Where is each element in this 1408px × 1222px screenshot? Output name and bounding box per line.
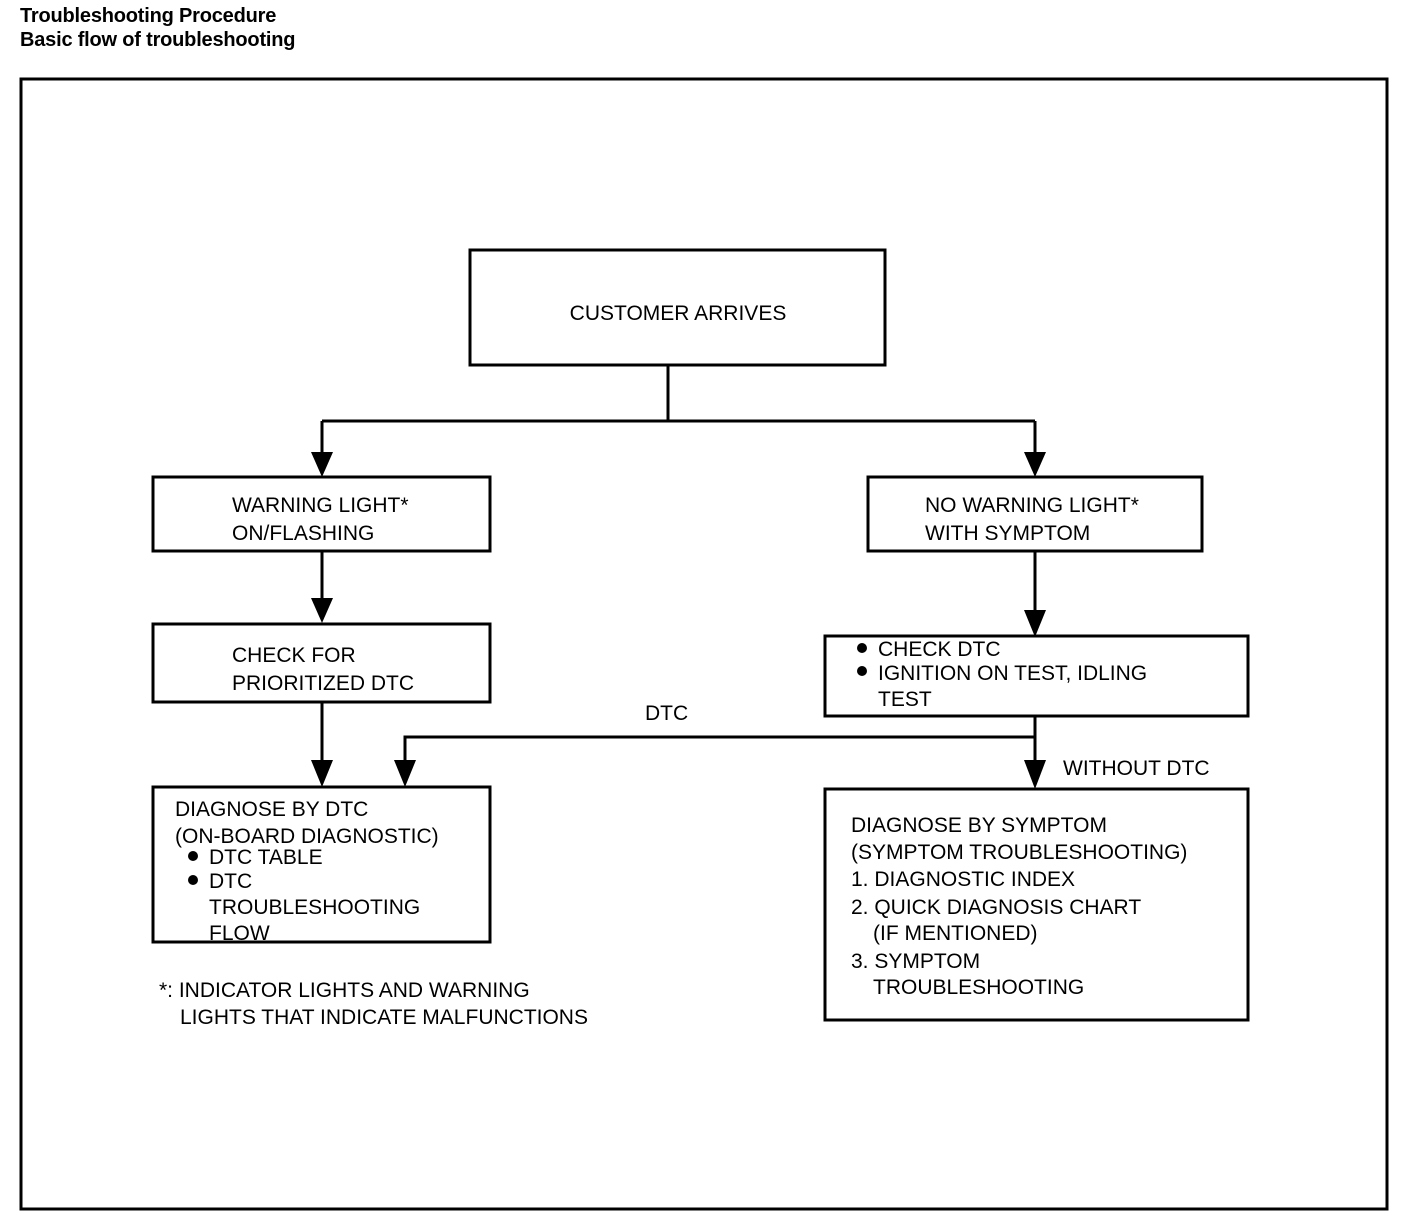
node-diagnose-by-dtc[interactable]: [151, 785, 492, 944]
node-diagnose-by-dtc-bullet-2-line-3: FLOW: [209, 922, 270, 945]
node-check-dtc-bullet-2-line-1: IGNITION ON TEST, IDLING: [878, 662, 1147, 685]
title-line-2: Basic flow of troubleshooting: [20, 29, 296, 51]
node-check-prioritized-dtc-label-line-2: PRIORITIZED DTC: [232, 672, 414, 695]
bullet-icon: [857, 666, 867, 676]
arrowhead-to-warning-light: [311, 452, 333, 477]
arrowhead-to-check-prioritized: [311, 598, 333, 623]
bullet-icon: [857, 643, 867, 653]
node-diagnose-by-symptom-item-1: 1. DIAGNOSTIC INDEX: [851, 868, 1075, 891]
node-diagnose-by-symptom-item-2-cont: (IF MENTIONED): [873, 922, 1037, 945]
node-diagnose-by-symptom-line-2: (SYMPTOM TROUBLESHOOTING): [851, 841, 1187, 864]
arrowhead-dtc-branch: [394, 760, 416, 787]
node-diagnose-by-dtc-bullet-2-line-1: DTC: [209, 870, 252, 893]
node-diagnose-by-symptom[interactable]: [823, 787, 1250, 1022]
node-diagnose-by-dtc-bullet-2-line-2: TROUBLESHOOTING: [209, 896, 420, 919]
node-check-dtc[interactable]: [823, 634, 1250, 718]
node-no-warning-light-label-line-1: NO WARNING LIGHT*: [925, 494, 1139, 517]
node-warning-light-label-line-2: ON/FLASHING: [232, 522, 374, 545]
page-title: Troubleshooting Procedure Basic flow of …: [20, 4, 296, 52]
node-diagnose-by-symptom-item-2: 2. QUICK DIAGNOSIS CHART: [851, 896, 1141, 919]
node-diagnose-by-symptom-item-3: 3. SYMPTOM: [851, 950, 980, 973]
node-diagnose-by-symptom-item-3-cont: TROUBLESHOOTING: [873, 976, 1084, 999]
bullet-icon: [188, 851, 198, 861]
node-check-dtc-bullet-2-line-2: TEST: [878, 688, 932, 711]
node-no-warning-light-label-line-2: WITH SYMPTOM: [925, 522, 1090, 545]
node-no-warning-light[interactable]: [866, 475, 1204, 553]
node-warning-light-label-line-1: WARNING LIGHT*: [232, 494, 409, 517]
connector-split-customer: [320, 365, 1037, 452]
node-diagnose-by-dtc-line-1: DIAGNOSE BY DTC: [175, 798, 368, 821]
node-diagnose-by-dtc-bullet-1: DTC TABLE: [209, 846, 323, 869]
title-line-1: Troubleshooting Procedure: [20, 5, 277, 27]
edge-label-without-dtc: WITHOUT DTC: [1063, 757, 1210, 780]
node-check-dtc-bullet-1: CHECK DTC: [878, 638, 1001, 661]
footnote-line-2: LIGHTS THAT INDICATE MALFUNCTIONS: [180, 1006, 588, 1029]
connector-dtc-branch: [403, 735, 1035, 762]
node-customer-arrives-label: CUSTOMER ARRIVES: [570, 302, 787, 325]
node-diagnose-by-symptom-line-1: DIAGNOSE BY SYMPTOM: [851, 814, 1107, 837]
node-diagnose-by-dtc-line-2: (ON-BOARD DIAGNOSTIC): [175, 825, 439, 848]
arrowhead-to-diagnose-by-symptom: [1024, 760, 1046, 789]
arrowhead-to-check-dtc: [1024, 610, 1046, 637]
edge-label-dtc: DTC: [645, 702, 688, 725]
arrowhead-to-no-warning-light: [1024, 452, 1046, 477]
diagram-frame: [19, 77, 1389, 1211]
node-check-prioritized-dtc-label-line-1: CHECK FOR: [232, 644, 356, 667]
arrowhead-to-diagnose-by-dtc: [311, 760, 333, 787]
node-warning-light[interactable]: [151, 475, 492, 553]
node-customer-arrives[interactable]: [468, 248, 887, 367]
bullet-icon: [188, 875, 198, 885]
footnote-line-1: *: INDICATOR LIGHTS AND WARNING: [159, 979, 530, 1002]
